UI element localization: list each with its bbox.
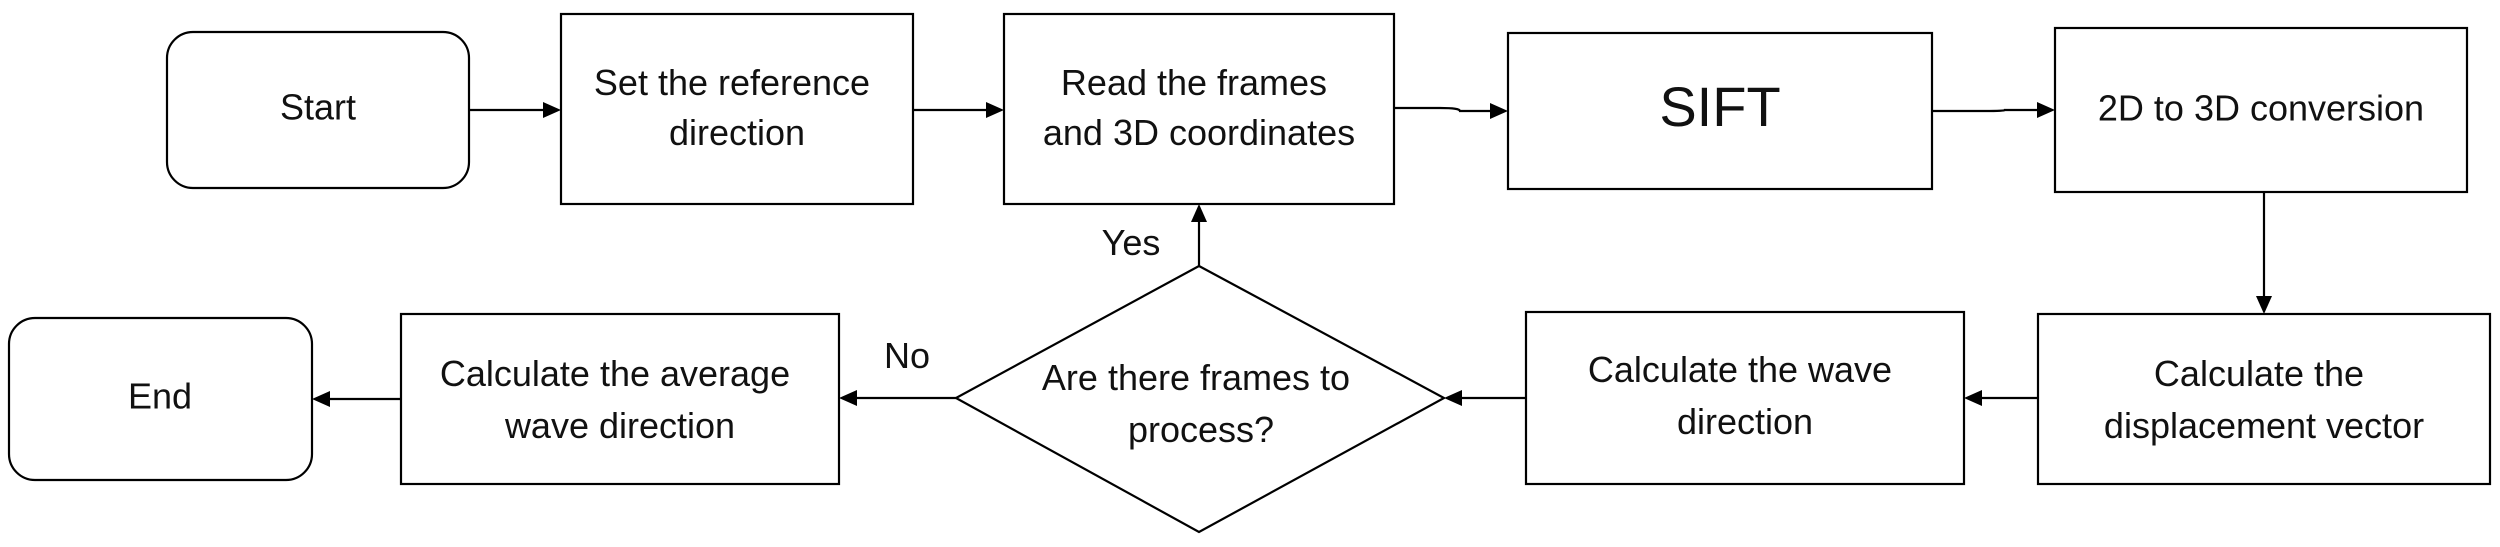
average-line-1: Calculate the average — [440, 353, 790, 394]
displacement-vector-node: Calculate the displacement vector — [2036, 312, 2492, 486]
end-node: End — [7, 316, 314, 482]
wave-direction-node: Calculate the wave direction — [1524, 310, 1966, 486]
arrow-set-reference-to-read-frames — [913, 102, 1004, 118]
start-label: Start — [280, 87, 356, 128]
displacement-line-2: displacement vector — [2104, 405, 2424, 446]
conversion-node: 2D to 3D conversion — [2053, 26, 2469, 194]
wave-direction-line-2: direction — [1677, 401, 1813, 442]
set-reference-line-2: direction — [669, 112, 805, 153]
wave-direction-line-1: Calculate the wave — [1588, 349, 1892, 390]
average-wave-direction-text: Calculate the average wave direction — [440, 353, 800, 446]
conversion-label: 2D to 3D conversion — [2098, 88, 2424, 129]
end-label: End — [128, 376, 192, 417]
start-node: Start — [165, 30, 471, 190]
decision-line-2: process? — [1128, 409, 1274, 450]
arrow-decision-to-read-frames-yes — [1191, 204, 1207, 266]
average-wave-direction-node: Calculate the average wave direction — [399, 312, 841, 486]
wave-direction-text: Calculate the wave direction — [1588, 349, 1902, 442]
set-reference-direction-node: Set the reference direction — [559, 12, 915, 206]
set-reference-line-1: Set the reference — [594, 62, 870, 103]
displacement-vector-text: Calculate the displacement vector — [2104, 353, 2424, 446]
average-line-2: wave direction — [504, 405, 735, 446]
decision-line-1: Are there frames to — [1042, 357, 1350, 398]
arrow-wave-direction-to-decision — [1444, 390, 1526, 406]
read-frames-line-2: and 3D coordinates — [1043, 112, 1355, 153]
decision-node: Are there frames to process? — [953, 264, 1447, 534]
decision-text: Are there frames to process? — [1042, 357, 1360, 450]
yes-label: Yes — [1102, 222, 1161, 263]
read-frames-node: Read the frames and 3D coordinates — [1002, 12, 1396, 206]
arrow-conversion-to-displacement — [2256, 192, 2272, 314]
read-frames-text: Read the frames and 3D coordinates — [1043, 62, 1355, 153]
arrow-sift-to-conversion — [1932, 102, 2055, 118]
arrow-start-to-set-reference — [469, 102, 561, 118]
no-label: No — [884, 335, 930, 376]
arrow-average-to-end — [312, 391, 401, 407]
sift-node: SIFT — [1506, 31, 1934, 191]
arrow-decision-to-average-no — [839, 390, 956, 406]
arrow-read-frames-to-sift — [1394, 103, 1508, 119]
displacement-line-1: Calculate the — [2154, 353, 2364, 394]
read-frames-line-1: Read the frames — [1061, 62, 1327, 103]
arrow-displacement-to-wave-direction — [1964, 390, 2038, 406]
set-reference-direction-text: Set the reference direction — [594, 62, 880, 153]
sift-label: SIFT — [1659, 75, 1780, 138]
